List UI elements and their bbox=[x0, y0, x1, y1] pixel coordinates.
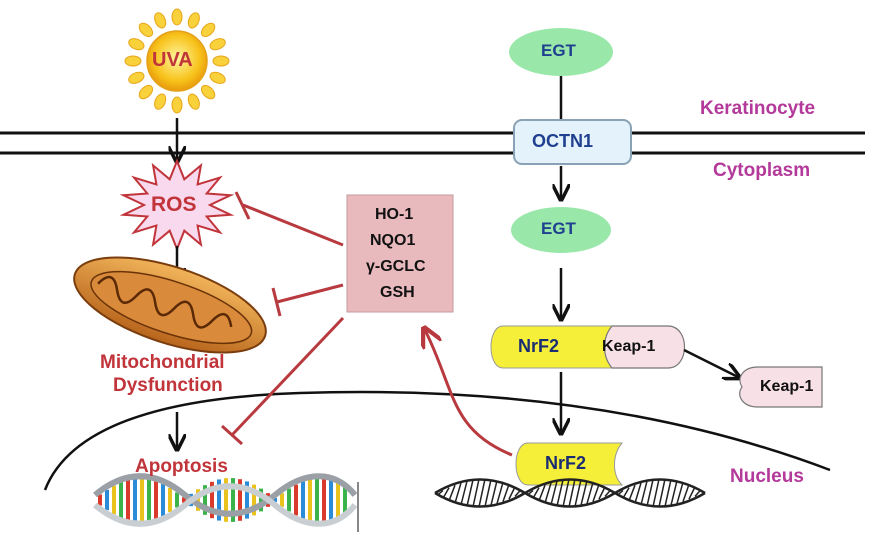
octn1-label: OCTN1 bbox=[532, 131, 594, 151]
arrow-keap1-release bbox=[683, 348, 738, 377]
egt-extracellular bbox=[509, 28, 613, 76]
antioxidant-nqo1: NQO1 bbox=[370, 232, 416, 249]
octn1-transporter bbox=[513, 119, 632, 165]
antioxidant-box bbox=[346, 194, 454, 313]
nrf2-nucleus-shape bbox=[515, 442, 624, 486]
keap1-complex-label: Keap-1 bbox=[602, 338, 656, 355]
nuclear-envelope bbox=[43, 390, 831, 491]
keap1-free-shape bbox=[739, 366, 823, 408]
ros-label: ROS bbox=[151, 193, 197, 216]
dna-helix-icon bbox=[434, 478, 706, 508]
antioxidant-ho1: HO-1 bbox=[375, 206, 414, 223]
inhibition-lines bbox=[220, 191, 345, 446]
arrow-nrf2-induction bbox=[425, 330, 513, 457]
nucleus-label: Nucleus bbox=[730, 466, 804, 487]
keratinocyte-label: Keratinocyte bbox=[700, 98, 816, 119]
antioxidant-gclc: γ-GCLC bbox=[366, 258, 426, 275]
dna-helix-icon bbox=[93, 473, 359, 532]
sun-icon bbox=[124, 8, 230, 114]
mitochondrion-icon bbox=[73, 256, 267, 354]
keap1-free-label: Keap-1 bbox=[760, 378, 814, 395]
mito-label-line2: Dysfunction bbox=[113, 375, 223, 396]
mito-label-line1: Mitochondrial bbox=[100, 352, 225, 373]
apoptosis-label: Apoptosis bbox=[135, 456, 228, 477]
egt-intracellular bbox=[511, 207, 611, 253]
antioxidant-gsh: GSH bbox=[380, 284, 415, 301]
cytoplasm-label: Cytoplasm bbox=[713, 160, 811, 181]
egt-mid-label: EGT bbox=[541, 219, 576, 238]
keap1-complex-shape bbox=[603, 325, 686, 369]
egt-top-label: EGT bbox=[541, 41, 576, 60]
nrf2-nucleus-label: NrF2 bbox=[545, 453, 587, 473]
nrf2-complex-label: NrF2 bbox=[518, 336, 560, 356]
cell-membrane bbox=[0, 131, 865, 155]
uva-label: UVA bbox=[152, 49, 193, 71]
